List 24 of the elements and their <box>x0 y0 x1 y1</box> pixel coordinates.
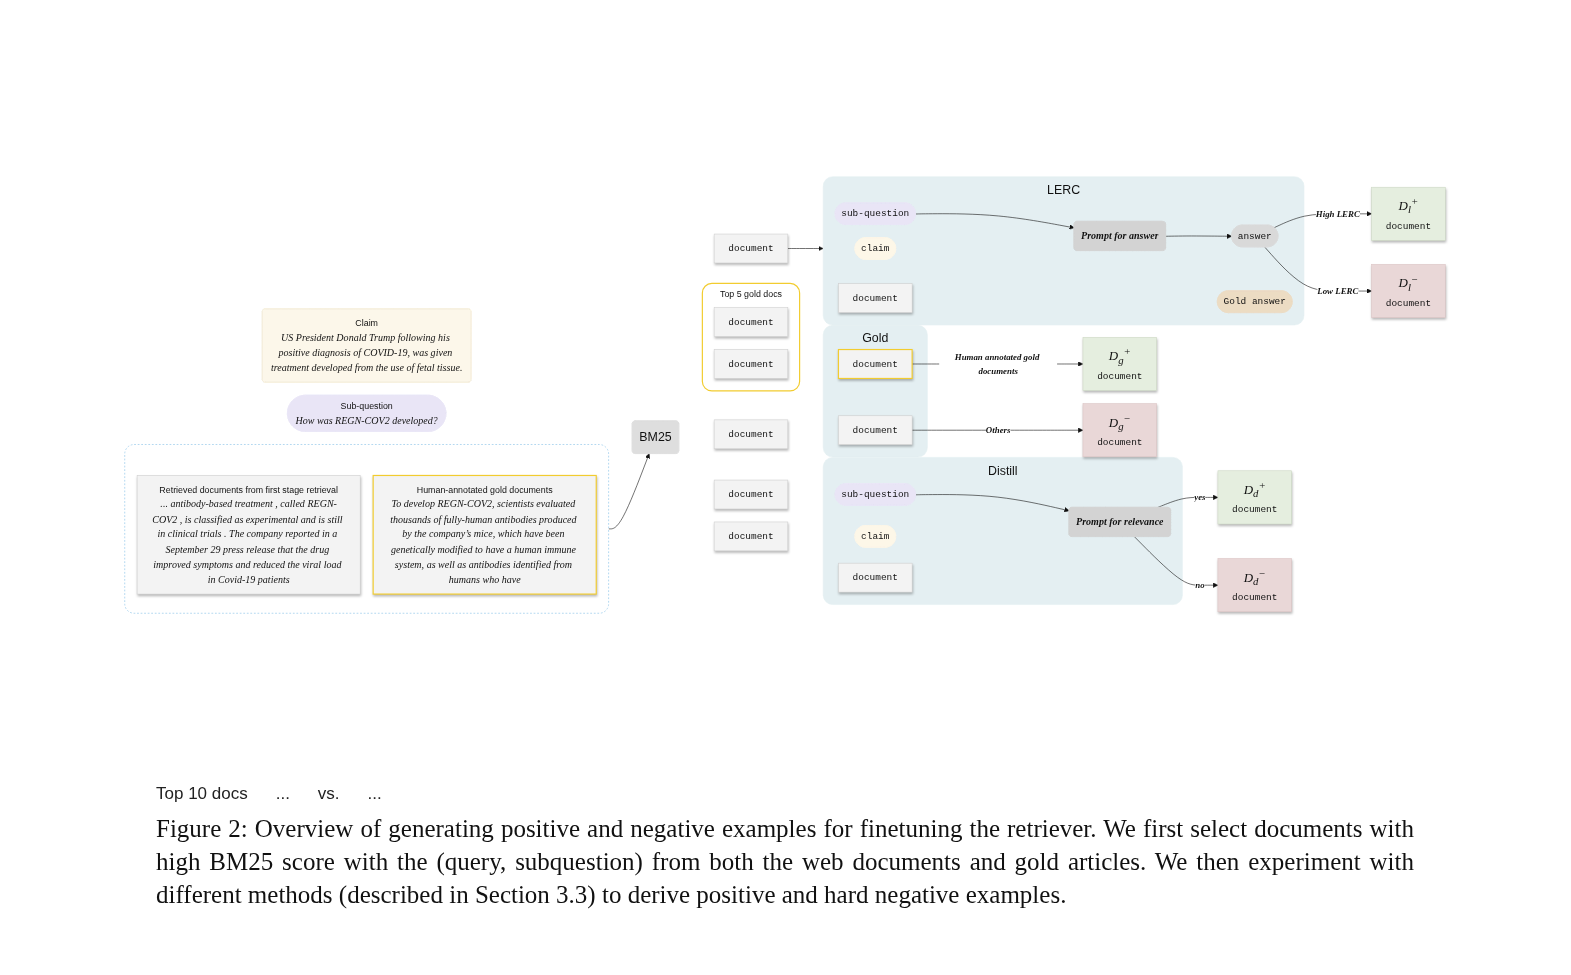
node-box: document <box>837 348 913 380</box>
edge-label: no <box>1195 580 1205 590</box>
edge-label: High LERC <box>1315 208 1360 219</box>
node-box: document <box>713 349 789 379</box>
edge-label: Low LERC <box>1317 286 1359 296</box>
node-box: Human-annotated gold documents To develop REGN-COV2, scientists evaluated thousands of fully-human antibodies produced by the company’s mice, which have been genetically modified to have a human immune system, as well as antibodies identified from humans who have <box>372 474 597 595</box>
ellipsis-mark: ... <box>367 784 382 804</box>
column-heading: Top 10 docs <box>156 784 248 804</box>
node-box: document <box>713 307 789 337</box>
cluster <box>124 444 610 614</box>
ellipsis-mark: ... <box>275 784 290 804</box>
node-box: document <box>713 419 789 450</box>
comparison-label: vs. <box>317 784 340 804</box>
node-box: document <box>713 233 789 264</box>
node-box: document <box>838 283 913 313</box>
node-box: document <box>838 562 913 593</box>
node-box: document <box>838 415 913 445</box>
figure-caption: Figure 2: Overview of generating positive and negative examples for finetuning the retriever. We first select documents with high BM25 score with the (query, subquestion) from both the web documents and gold articles. We then experiment with different methods (described in Section 3.3) to derive positive and hard negative examples. <box>156 814 1414 911</box>
edge-label: Others <box>985 425 1011 435</box>
node-box: document <box>713 521 789 552</box>
edge-label: Human annotated gold documents <box>954 352 1040 376</box>
node-box: document <box>713 479 789 510</box>
node-box: Retrieved documents from first stage retrieval ... antibody-based treatment , called REGN-COV2 , is classified as experimental and is still in clinical trials . The company reported in a September 29 press release that the drug improved symptoms and reduced the viral load in Covid-19 patients <box>136 475 361 595</box>
edge-label: yes <box>1194 492 1206 502</box>
